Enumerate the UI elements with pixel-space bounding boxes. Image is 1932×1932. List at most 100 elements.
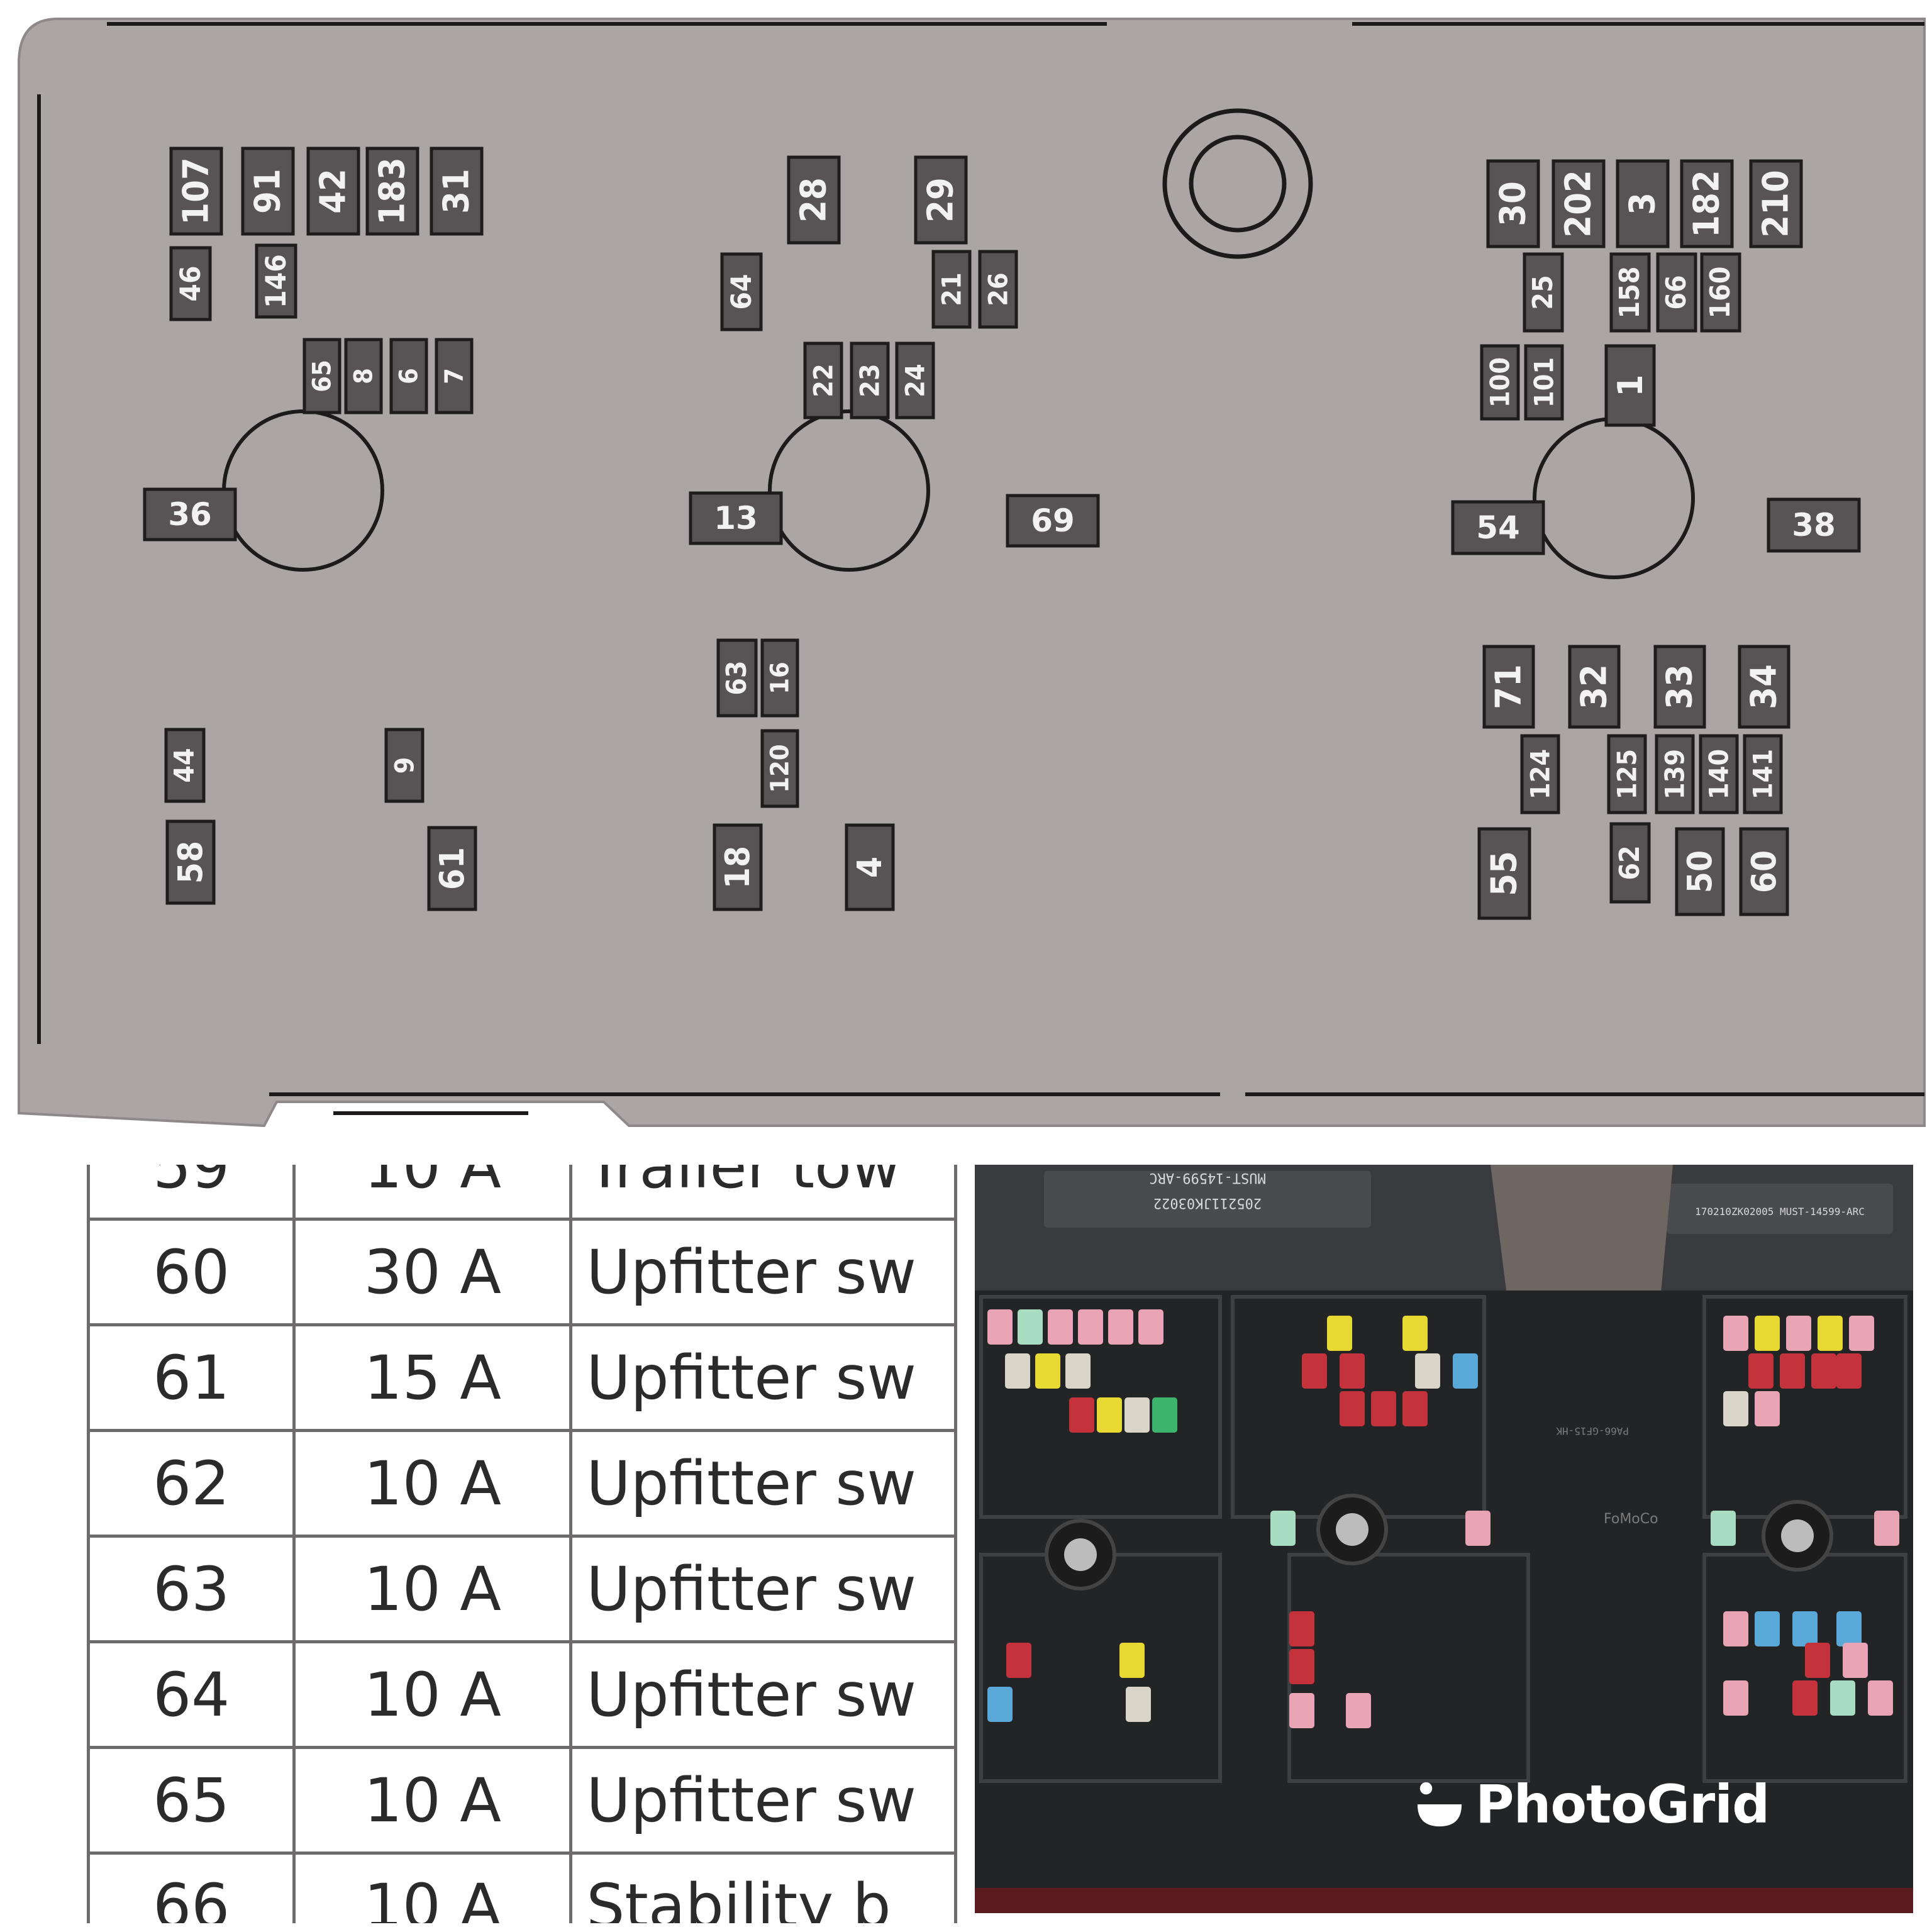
fuse-slot	[384, 728, 425, 803]
photo-fuse	[1836, 1353, 1862, 1389]
fuse-6: 6	[389, 338, 428, 414]
fuse-number: 33	[1660, 664, 1701, 709]
fuse-number: 16	[765, 662, 795, 694]
fuse-slot	[1700, 252, 1741, 333]
photo-fuse	[1108, 1309, 1133, 1345]
fuse-slot	[427, 826, 477, 911]
fuse-slot	[255, 243, 297, 319]
fuse-slot	[1006, 494, 1100, 548]
fuse-number-cell: 62	[87, 1429, 296, 1538]
fuse-slot	[165, 819, 216, 905]
fuse-number: 6	[394, 368, 424, 384]
photo-fuse	[1126, 1687, 1151, 1722]
fuse-slot	[1675, 827, 1725, 916]
photo-fuse	[1811, 1353, 1836, 1389]
fuse-slot	[1738, 645, 1790, 729]
fuse-28: 28	[787, 155, 841, 245]
fuse-slot	[430, 147, 484, 236]
fuse-number-cell: 59	[87, 1165, 296, 1221]
photo-fuse	[1065, 1353, 1091, 1389]
photo-fuse	[1346, 1693, 1371, 1728]
photogrid-watermark: PhotoGrid	[1415, 1774, 1770, 1835]
mount-ring-inner	[1189, 135, 1287, 233]
fuse-slot	[1451, 500, 1545, 555]
watermark-text: PhotoGrid	[1475, 1774, 1770, 1835]
fuse-slot	[895, 341, 935, 419]
fuse-32: 32	[1568, 645, 1621, 729]
fuse-number: 91	[248, 169, 289, 214]
fuse-number: 8	[349, 368, 379, 384]
fuse-slot	[1609, 252, 1651, 333]
fuse-slot	[845, 823, 895, 911]
fuse-slot	[1767, 497, 1861, 553]
fuse-34: 34	[1738, 645, 1790, 729]
photo-fuse	[1805, 1643, 1830, 1678]
photo-fuse	[1097, 1397, 1122, 1433]
fuse-slot	[1743, 734, 1783, 814]
fuse-29: 29	[914, 155, 968, 245]
fuse-number: 54	[1476, 509, 1520, 546]
description-cell: Upfitter sw	[569, 1640, 957, 1749]
fuse-number: 125	[1612, 749, 1643, 799]
fuse-slot	[1477, 827, 1531, 920]
fuse-210: 210	[1749, 159, 1803, 248]
fuse-slot	[716, 638, 758, 718]
photo-fuse	[1836, 1611, 1862, 1646]
photo-label-serial: 205211JK03022	[1153, 1195, 1262, 1211]
fuse-number: 22	[808, 364, 839, 397]
photo-fuse	[1340, 1353, 1365, 1389]
photo-fuse	[1119, 1643, 1145, 1678]
fuse-number: 146	[260, 254, 292, 308]
fuse-182: 182	[1680, 159, 1734, 248]
fuse-number: 31	[436, 169, 477, 214]
fuse-23: 23	[850, 341, 890, 419]
photo-fuse	[1035, 1353, 1060, 1389]
photo-fuse	[1018, 1309, 1043, 1345]
fuse-slot	[169, 246, 212, 321]
fuse-107: 107	[169, 147, 223, 236]
fuse-slot	[241, 147, 295, 236]
fuse-slot	[344, 338, 383, 414]
fuse-slot	[760, 638, 799, 718]
photo-fuse	[1755, 1316, 1780, 1351]
fuse-slot	[164, 728, 206, 803]
photo-fuse	[1289, 1649, 1314, 1684]
description-cell: Upfitter sw	[569, 1746, 957, 1855]
photogrid-smile-icon	[1417, 1782, 1462, 1827]
photo-fuse	[1327, 1316, 1352, 1351]
photo-fuse	[1786, 1316, 1811, 1351]
fuse-number: 141	[1748, 749, 1779, 799]
fuse-number: 100	[1485, 357, 1516, 408]
fuse-25: 25	[1523, 252, 1564, 333]
photo-fuse	[1453, 1353, 1478, 1389]
fuse-number: 120	[765, 744, 795, 792]
fuse-55: 55	[1477, 827, 1531, 920]
fuse-100: 100	[1480, 344, 1520, 421]
fuse-number: 60	[1745, 850, 1784, 893]
fuse-8: 8	[344, 338, 383, 414]
fuse-slot	[1656, 252, 1697, 333]
photo-fuse	[1302, 1353, 1327, 1389]
fuse-number: 42	[313, 169, 354, 214]
fuse-38: 38	[1767, 497, 1861, 553]
fuse-number: 158	[1614, 267, 1646, 319]
photo-fuse	[1078, 1309, 1103, 1345]
fuse-number: 34	[1744, 664, 1785, 709]
fuse-31: 31	[430, 147, 484, 236]
fuse-slot	[1568, 645, 1621, 729]
photo-fuse	[1371, 1391, 1396, 1426]
fuse-58: 58	[165, 819, 216, 905]
photo-fuse	[1792, 1611, 1818, 1646]
photo-fuse	[987, 1309, 1013, 1345]
amperage-cell: 10 A	[292, 1535, 573, 1643]
fuse-slot	[1607, 734, 1647, 814]
photo-stud-bolts	[1045, 1494, 1833, 1591]
photo-fuse	[1874, 1511, 1899, 1546]
fuse-number: 7	[440, 368, 469, 384]
fuse-4: 4	[845, 823, 895, 911]
description-cell: Upfitter sw	[569, 1323, 957, 1432]
fuse-61: 61	[427, 826, 477, 911]
